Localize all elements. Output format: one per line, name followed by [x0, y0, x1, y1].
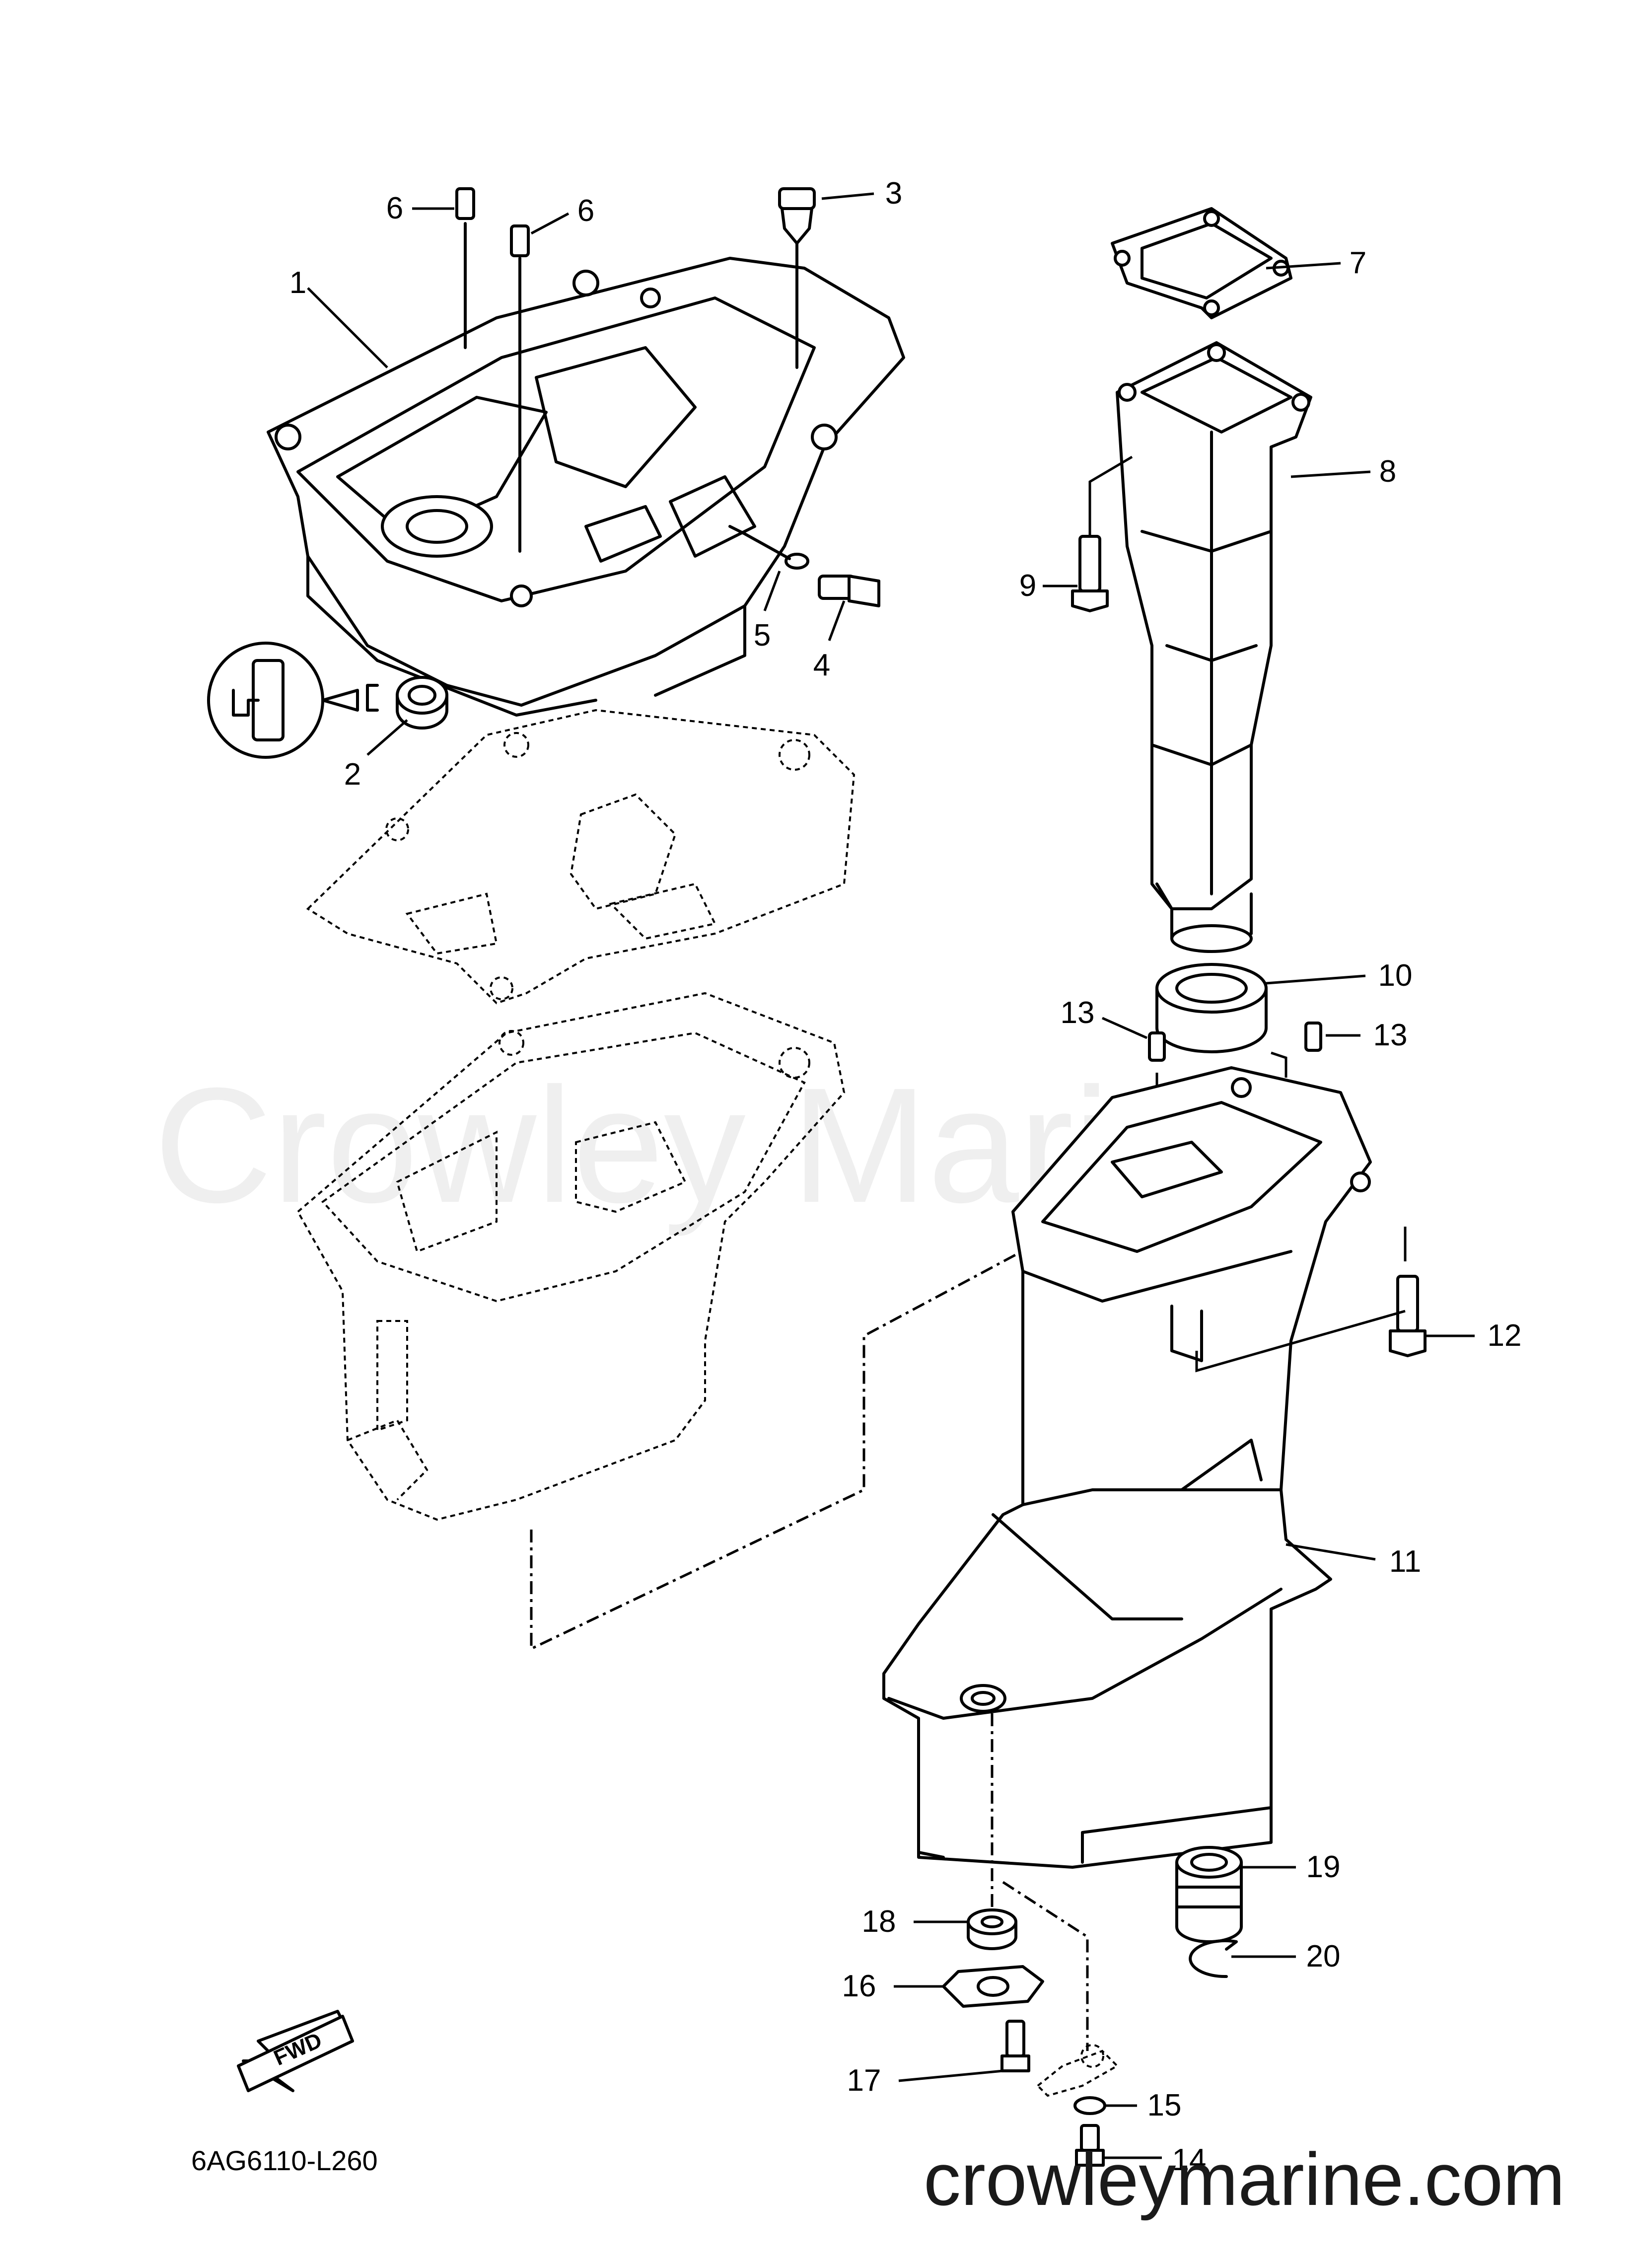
exhaust-tube-part-8 [1116, 341, 1312, 953]
upper-casing-part-1 [267, 257, 905, 717]
callout-6a: 6 [386, 191, 403, 225]
callout-3: 3 [885, 176, 902, 211]
dowel-pin-13b [1304, 1022, 1322, 1052]
callout-16: 16 [842, 1969, 876, 2003]
dowel-pin-13a [1148, 1031, 1166, 1062]
drain-screw-dotted-view [1036, 2044, 1119, 2097]
callout-14: 14 [1172, 2143, 1207, 2177]
callout-2: 2 [344, 757, 361, 792]
watermark-site-url: crowleymarine.com [924, 2137, 1565, 2221]
leader-lines [307, 192, 1475, 2159]
screw-part-14 [1075, 2124, 1105, 2167]
lower-casing-outline [296, 992, 846, 1521]
callout-19: 19 [1306, 1850, 1341, 1884]
callout-18: 18 [862, 1904, 896, 1939]
callout-9: 9 [1019, 569, 1036, 603]
seal-ring-part-10 [1155, 963, 1268, 1053]
callout-13a: 13 [1061, 996, 1095, 1030]
callout-5: 5 [754, 618, 771, 653]
callout-4: 4 [813, 648, 830, 682]
callout-15: 15 [1147, 2088, 1182, 2122]
base-gasket-outline [306, 709, 856, 1005]
assembly-line-14 [1002, 1881, 1089, 2051]
grommet-part-18 [967, 1908, 1017, 1950]
callout-20: 20 [1306, 1939, 1341, 1974]
callout-7: 7 [1350, 246, 1366, 280]
extension-case-part-11 [882, 1066, 1372, 1869]
callout-8: 8 [1379, 454, 1396, 489]
dowel-pin-6b [510, 224, 530, 553]
oil-seal-part-2 [366, 676, 448, 730]
forward-direction-arrow: FWD [237, 2010, 354, 2092]
gasket-part-5 [785, 553, 809, 570]
bolt-part-12 [1195, 1227, 1427, 1373]
callout-10: 10 [1378, 958, 1413, 993]
grommet-part-19 [1175, 1846, 1243, 1943]
bolt-part-9 [1071, 455, 1133, 612]
circlip-part-20 [1189, 1939, 1238, 1978]
seal-detail-bubble [207, 642, 359, 759]
washer-part-15 [1073, 2096, 1106, 2115]
dowel-pin-6a [455, 187, 475, 349]
callout-17: 17 [847, 2063, 881, 2098]
callout-12: 12 [1488, 1318, 1522, 1353]
callout-13b: 13 [1373, 1018, 1408, 1052]
drain-plug-part-4 [818, 575, 880, 607]
callout-6b: 6 [577, 194, 594, 228]
assembly-line-casing [530, 1180, 1153, 1651]
callout-1: 1 [289, 266, 306, 300]
callout-11: 11 [1389, 1544, 1421, 1579]
diagram-reference-code: 6AG6110-L260 [191, 2145, 378, 2176]
screw-part-17 [1000, 2020, 1030, 2072]
grommet-part-3 [778, 187, 816, 369]
gasket-part-16 [942, 1965, 1044, 2008]
gasket-part-7 [1111, 207, 1292, 319]
